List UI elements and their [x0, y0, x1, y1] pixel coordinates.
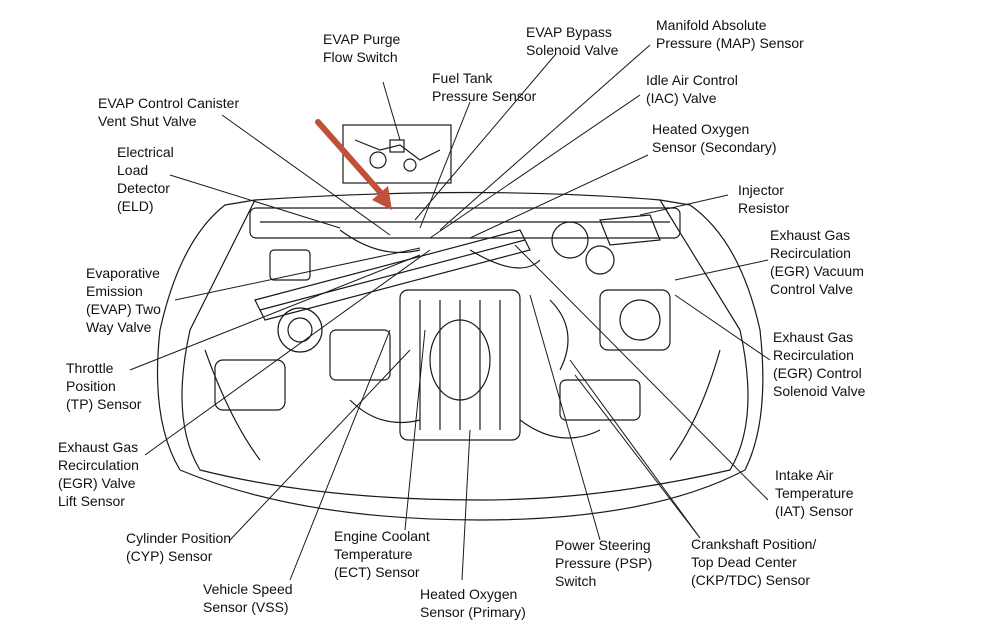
- engine-bay-drawing: [156, 124, 764, 521]
- leader-lines: [129, 44, 771, 581]
- label-ckp-tdc-sensor: Crankshaft Position/Top Dead Center(CKP/…: [691, 536, 817, 588]
- label-iac-valve: Idle Air Control(IAC) Valve: [646, 72, 738, 106]
- highlight-arrow: [315, 119, 392, 210]
- label-cyp-sensor: Cylinder Position(CYP) Sensor: [126, 530, 232, 564]
